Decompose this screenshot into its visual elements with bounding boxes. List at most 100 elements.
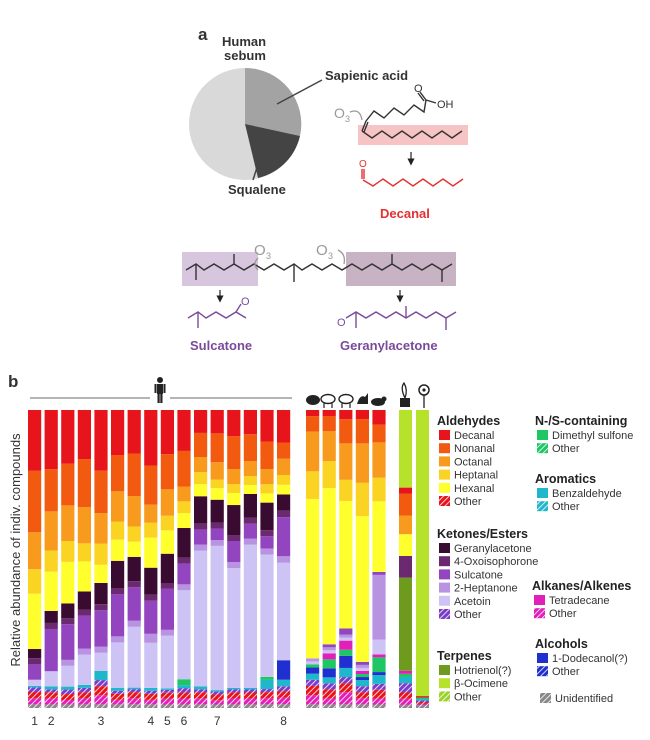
plant-icons: [400, 381, 430, 408]
bar-segment: [243, 475, 257, 485]
bar-segment: [94, 646, 108, 653]
bar-segment: [243, 517, 257, 524]
bar-segment: [61, 603, 75, 619]
bar-segment: [127, 496, 141, 527]
legend-swatch-hatch: [537, 501, 548, 512]
bar-23: [416, 410, 429, 708]
geranylacetone-structure: [345, 306, 457, 330]
bar-segment: [372, 574, 386, 640]
legend-swatch-hatch: [439, 691, 450, 702]
legend-group-title: Alcohols: [535, 637, 588, 651]
panel-letter-a: a: [198, 25, 208, 44]
bar-segment-hatch: [144, 690, 158, 694]
stacked-bars: [28, 410, 429, 708]
bar-segment: [339, 410, 353, 420]
legend-item-label: 2-Heptanone: [454, 583, 518, 595]
bar-3: [61, 410, 75, 708]
bar-segment: [144, 687, 158, 691]
bar-segment-hatch: [127, 698, 141, 705]
bar-segment: [111, 410, 125, 456]
bar-segment-hatch: [322, 689, 336, 699]
bar-segment-hatch: [127, 689, 141, 693]
legend-swatch: [439, 543, 450, 553]
bar-segment: [177, 450, 191, 487]
bar-segment: [372, 442, 386, 478]
bar-segment: [177, 563, 191, 585]
guinea-pig-icon: [306, 395, 320, 405]
bar-segment: [306, 498, 320, 659]
bar-segment: [28, 532, 42, 570]
bar-segment: [144, 410, 158, 466]
bar-segment-hatch: [44, 698, 58, 705]
bar-segment: [227, 562, 241, 568]
bar-segment: [177, 528, 191, 558]
bar-segment-hatch: [306, 695, 320, 705]
bar-segment-hatch: [111, 690, 125, 694]
bar-segment: [61, 561, 75, 604]
bar-segment: [322, 431, 336, 462]
bar-segment-hatch: [243, 698, 257, 705]
bar-segment: [243, 493, 257, 518]
bar-segment: [177, 584, 191, 591]
bar-segment: [144, 537, 158, 568]
bar-segment: [210, 499, 224, 523]
bar-segment-hatch: [416, 703, 429, 706]
bar-segment: [339, 637, 353, 641]
bar-segment: [94, 470, 108, 514]
bar-segment-hatch: [111, 704, 125, 708]
bar-segment: [416, 697, 429, 700]
bar-segment: [227, 410, 241, 437]
bar-segment: [177, 590, 191, 680]
bar-segment: [160, 454, 174, 490]
bar-segment: [277, 562, 291, 661]
bar-segment: [355, 677, 369, 681]
x-tick-label: 3: [98, 714, 105, 728]
bar-segment: [77, 615, 91, 649]
bar-segment-hatch: [28, 692, 42, 699]
bar-21: [372, 410, 386, 708]
bar-segment: [306, 664, 320, 668]
legend-item-label: Other: [549, 608, 577, 620]
bar-segment: [28, 658, 42, 665]
bar-segment: [277, 517, 291, 557]
bar-segment-hatch: [28, 698, 42, 705]
bar-segment: [61, 618, 75, 625]
bar-segment: [210, 540, 224, 546]
legend-item-label: Octanal: [454, 456, 492, 468]
bar-segment: [227, 436, 241, 470]
bar-segment: [227, 687, 241, 690]
bar-segment-hatch: [416, 705, 429, 708]
bar-segment: [28, 664, 42, 680]
pie-leader-squalene: [252, 144, 265, 181]
bar-segment: [111, 455, 125, 492]
legend-swatch: [439, 665, 450, 675]
bar-segment-hatch: [28, 687, 42, 693]
bar-segment-hatch: [277, 686, 291, 692]
bar-segment-hatch: [177, 704, 191, 708]
bar-12: [210, 410, 224, 708]
bar-segment: [416, 699, 429, 701]
legend-swatch: [439, 430, 450, 440]
bar-segment: [260, 679, 274, 690]
bar-segment: [111, 642, 125, 688]
bar-segment: [194, 496, 208, 524]
bar-4: [77, 410, 91, 708]
bar-segment-hatch: [243, 692, 257, 699]
bar-segment-hatch: [210, 700, 224, 705]
carboxyl-o: O: [414, 83, 423, 95]
bar-segment: [339, 628, 353, 635]
bar-segment: [177, 501, 191, 514]
geranylacetone-o: O: [337, 317, 346, 329]
sapienic-acid-structure: [358, 91, 468, 145]
bar-15: [260, 410, 274, 708]
bar-segment: [44, 550, 58, 572]
bar-segment-hatch: [28, 704, 42, 708]
bar-segment: [277, 474, 291, 485]
bar-segment: [28, 679, 42, 686]
bar-segment: [160, 635, 174, 689]
bar-segment-hatch: [277, 704, 291, 708]
bar-segment: [194, 544, 208, 551]
